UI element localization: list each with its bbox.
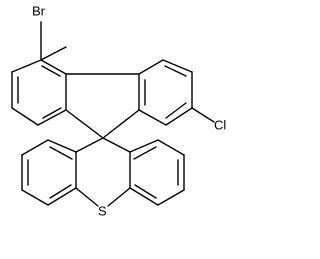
- fluorene-right-ring: [138, 59, 193, 126]
- thioxanthene-left-ring: [21, 139, 77, 206]
- molecule-drawing: Br Cl S: [11, 3, 226, 218]
- fluorene-left-ring: [11, 46, 67, 126]
- thioxanthene-central-ring: [75, 137, 131, 207]
- fluorene-five-membered-ring: [65, 73, 140, 139]
- thioxanthene-right-ring: [129, 139, 185, 206]
- c-cl-bond: [191, 107, 215, 123]
- bromine-label: Br: [32, 3, 46, 18]
- chlorine-label: Cl: [214, 117, 226, 132]
- sulfur-label: S: [98, 203, 107, 218]
- structure-canvas: Br Cl S: [11, 3, 226, 218]
